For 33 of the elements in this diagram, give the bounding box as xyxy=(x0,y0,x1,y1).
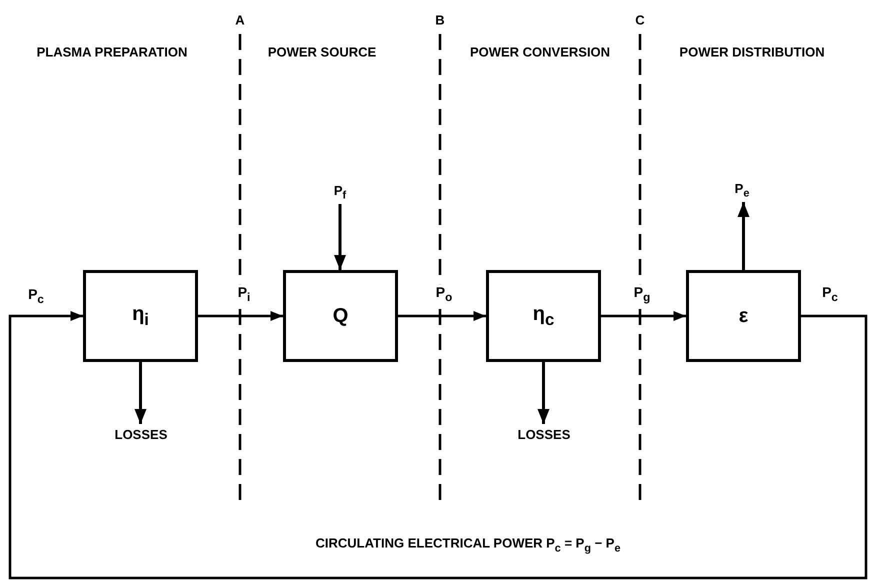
signal-label: P$_{c}$ xyxy=(28,286,44,306)
edge-label: P$_{o}$ xyxy=(434,284,454,304)
arrow xyxy=(538,362,550,424)
edge-label: P$_{g}$ xyxy=(632,284,652,304)
block-symbol: η$_{i}$ xyxy=(132,302,149,330)
block-symbol: ε xyxy=(738,304,748,328)
arrow xyxy=(601,311,686,321)
arrow xyxy=(398,311,486,321)
arrow xyxy=(198,311,283,321)
caption-text: CIRCULATING ELECTRICAL POWER P$_{c}$ = P$_{g}$ − P$_{e}$ xyxy=(316,536,620,554)
flow-text: P$_{f}$ xyxy=(326,180,354,204)
divider-letter: B xyxy=(435,12,445,28)
section-heading: POWER SOURCE xyxy=(268,44,376,60)
block-symbol: η$_{c}$ xyxy=(532,302,554,330)
arrow xyxy=(334,204,346,270)
process-box xyxy=(283,270,398,362)
divider-letter: C xyxy=(635,12,645,28)
block-symbol: Q xyxy=(332,304,348,328)
flow-text: P$_{e}$ xyxy=(728,178,756,202)
process-box xyxy=(686,270,801,362)
arrow xyxy=(134,362,146,424)
arrow xyxy=(738,202,750,270)
flow-text: LOSSES xyxy=(110,424,172,444)
process-box xyxy=(486,270,601,362)
flow-text: LOSSES xyxy=(513,424,575,444)
signal-label: P$_{c}$ xyxy=(822,284,838,304)
process-box xyxy=(83,270,198,362)
arrow xyxy=(8,311,868,580)
divider-letter: A xyxy=(235,12,245,28)
edge-label: P$_{i}$ xyxy=(236,284,252,304)
section-heading: POWER CONVERSION xyxy=(470,44,610,60)
section-heading: PLASMA PREPARATION xyxy=(36,44,188,60)
section-heading: POWER DISTRIBUTION xyxy=(679,44,825,60)
